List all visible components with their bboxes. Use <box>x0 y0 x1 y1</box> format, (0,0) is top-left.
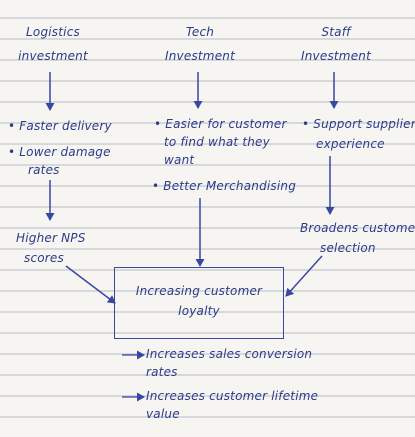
staff-bullet-1: • Support supplier <box>302 117 415 131</box>
result-1-line1: Increases sales conversion <box>146 347 313 361</box>
center-line2: loyalty <box>178 304 220 318</box>
staff-outcome-line2: selection <box>320 241 376 255</box>
logistics-bullet-1: • Faster delivery <box>8 119 112 133</box>
staff-bullet-1-cont: experience <box>316 137 385 151</box>
staff-outcome-line1: Broadens customer <box>300 221 415 235</box>
staff-title-line2: Investment <box>301 49 371 63</box>
result-1-line2: rates <box>146 365 178 379</box>
logistics-outcome-line1: Higher NPS <box>16 231 86 245</box>
arrow-nps-to-box <box>65 265 116 304</box>
tech-bullet-1-cont-1: to find what they <box>164 135 270 149</box>
tech-bullet-1-text: Easier for customer <box>165 117 287 131</box>
logistics-title-line2: investment <box>18 49 88 63</box>
tech-bullet-1-cont-2: want <box>164 153 195 167</box>
tech-bullet-1: • Easier for customer <box>154 117 287 131</box>
logistics-title-line1: Logistics <box>26 25 80 39</box>
center-line1: Increasing customer <box>135 284 263 298</box>
logistics-bullet-2-text: Lower damage <box>19 145 111 159</box>
staff-bullet-1-text: Support supplier <box>313 117 415 131</box>
tech-title-line1: Tech <box>185 25 215 39</box>
arrow-selection-to-box <box>285 255 323 297</box>
tech-bullet-2-text: Better Merchandising <box>163 179 297 193</box>
logistics-bullet-2-cont: rates <box>28 163 60 177</box>
tech-bullet-2: • Better Merchandising <box>152 179 297 193</box>
logistics-bullet-2: • Lower damage <box>8 145 111 159</box>
logistics-bullet-1-text: Faster delivery <box>19 119 112 133</box>
tech-title-line2: Investment <box>165 49 235 63</box>
result-2-line1: Increases customer lifetime <box>146 389 319 403</box>
logistics-outcome-line2: scores <box>24 251 64 265</box>
result-2-line2: value <box>146 407 180 421</box>
staff-title-line1: Staff <box>321 25 351 39</box>
